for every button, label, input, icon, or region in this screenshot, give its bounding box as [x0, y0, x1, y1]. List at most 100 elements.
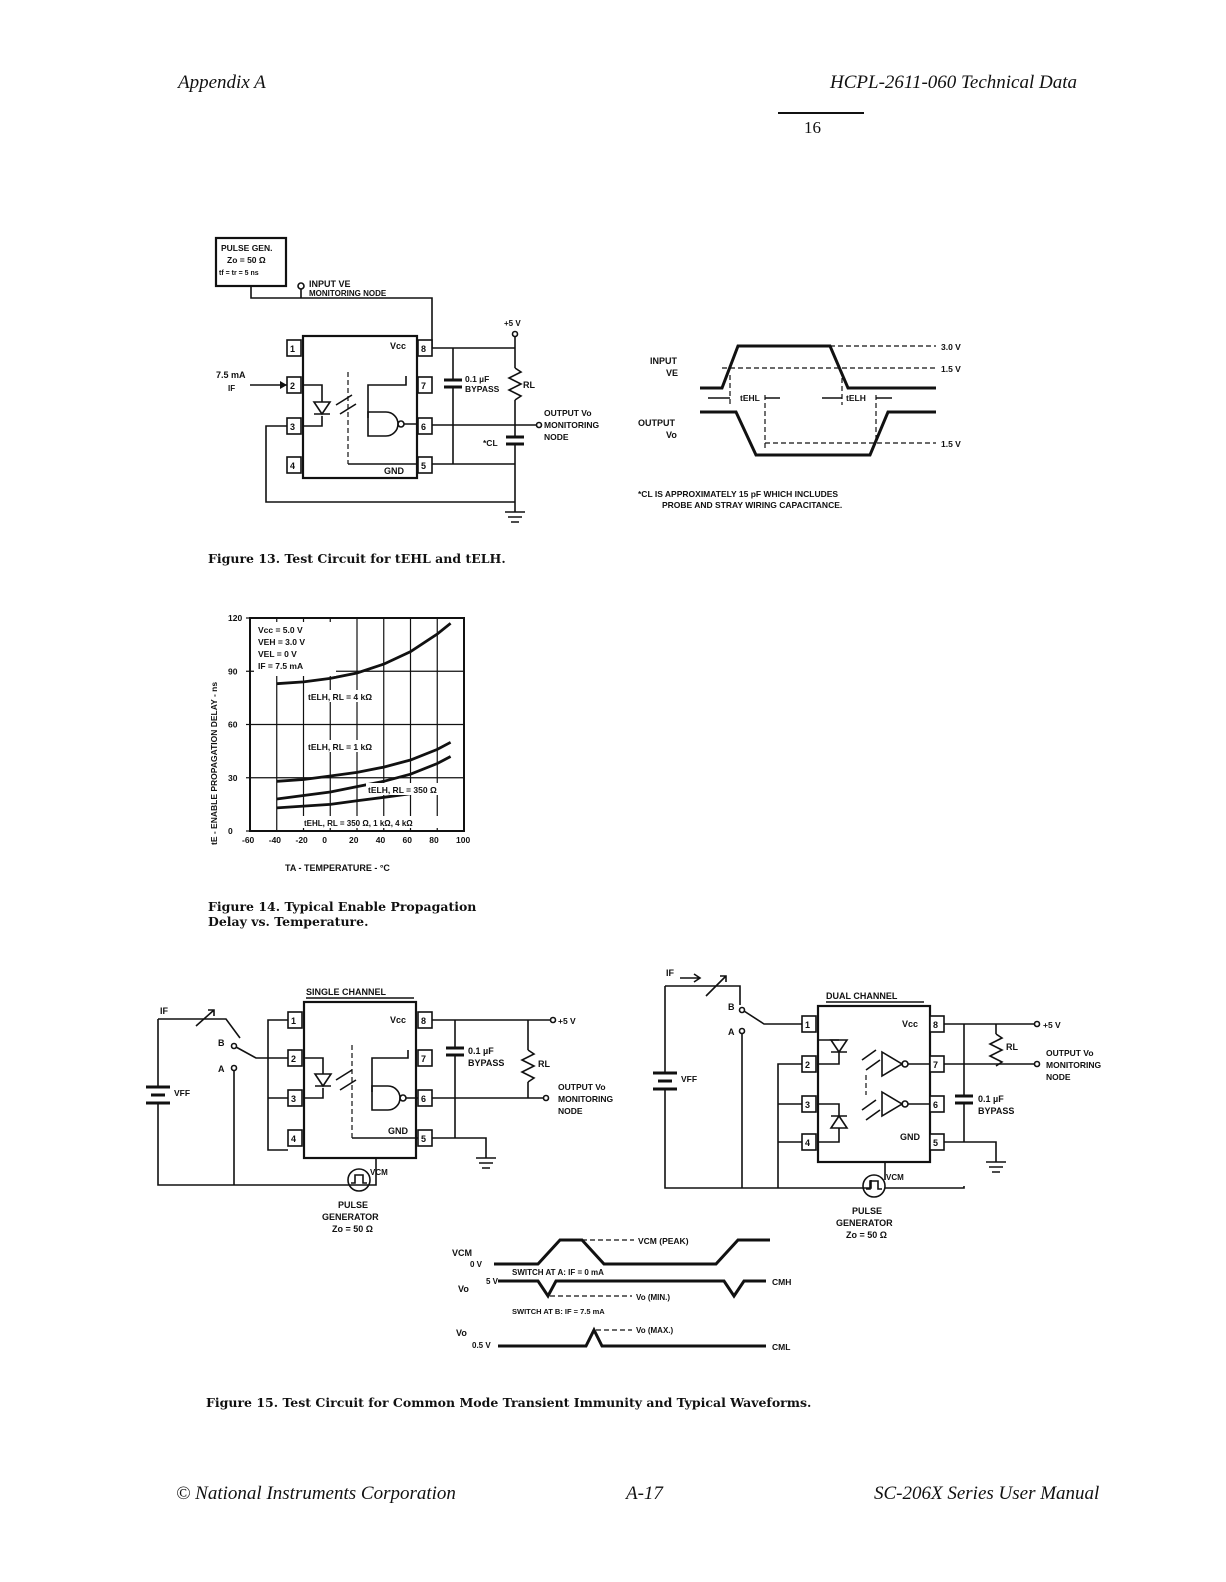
fig14-ytick: 90 [228, 666, 238, 676]
wave-output-vo: Vo [666, 430, 677, 440]
fig15-dual-pg-2: GENERATOR [836, 1218, 893, 1228]
fig14-cond-if: IF = 7.5 mA [258, 661, 303, 671]
fig13-pins-right: 8 7 6 5 [417, 339, 433, 474]
fig14-ytick: 120 [228, 613, 242, 623]
svg-text:7: 7 [933, 1060, 938, 1070]
input-node-sub: MONITORING NODE [309, 289, 387, 298]
svg-text:1: 1 [290, 344, 295, 354]
svg-text:4: 4 [291, 1134, 296, 1144]
fig15-single-rl: RL [538, 1059, 550, 1069]
fig13-cl-label: *CL [483, 438, 498, 448]
svg-text:3: 3 [805, 1100, 810, 1110]
svg-text:6: 6 [421, 422, 426, 432]
svg-text:8: 8 [933, 1020, 938, 1030]
fig15-dual-bypass-val: 0.1 µF [978, 1094, 1004, 1104]
figure-13-caption: Figure 13. Test Circuit for tEHL and tEL… [208, 551, 506, 566]
wave-level-30: 3.0 V [941, 342, 961, 352]
fig15-wave-cml: CML [772, 1342, 790, 1352]
fig13-pins-left: 1 2 3 4 [286, 339, 302, 474]
fig15-dual-bypass-lbl: BYPASS [978, 1106, 1014, 1116]
fig15-single-pulse-icon [347, 1168, 371, 1192]
pulse-gen-rise: tf = tr = 5 ns [219, 270, 259, 277]
fig14-ylabel: tE - ENABLE PROPAGATION DELAY - ns [209, 682, 219, 845]
fig14-xtick: -40 [269, 835, 282, 845]
fig15-dual-pg-3: Zo = 50 Ω [846, 1230, 887, 1240]
figure-15-caption: Figure 15. Test Circuit for Common Mode … [206, 1395, 812, 1410]
fig13-if-label: IF [228, 384, 235, 393]
fig15-dual-vcc: Vcc [902, 1019, 918, 1029]
fig15-wave-vcm-peak: VCM (PEAK) [638, 1236, 689, 1246]
fig14-cond-veh: VEH = 3.0 V [258, 637, 305, 647]
svg-text:3: 3 [291, 1094, 296, 1104]
svg-text:3: 3 [290, 422, 295, 432]
fig15-wave-vo-low-trace [498, 1326, 766, 1348]
footer-page: A-17 [626, 1483, 663, 1504]
svg-text:4: 4 [290, 461, 295, 471]
svg-text:2: 2 [805, 1060, 810, 1070]
fig15-dual-a: A [728, 1027, 735, 1037]
fig15-single-a: A [218, 1064, 225, 1074]
fig14-ytick: 0 [228, 826, 233, 836]
fig15-wave-cmh: CMH [772, 1277, 791, 1287]
wave-output-label: OUTPUT [638, 418, 676, 428]
fig13-vcc-label: Vcc [390, 341, 406, 351]
fig15-dual-supply: +5 V [1043, 1020, 1061, 1030]
svg-text:5: 5 [933, 1138, 938, 1148]
fig15-single-out-3: NODE [558, 1106, 583, 1116]
fig14-xtick: 100 [456, 835, 470, 845]
pulse-gen-label: PULSE GEN. [221, 243, 272, 253]
fig15-wave-vo-min: Vo (MIN.) [636, 1293, 670, 1302]
svg-text:8: 8 [421, 1016, 426, 1026]
figure-14-caption-2: Delay vs. Temperature. [208, 914, 369, 929]
svg-text:1: 1 [291, 1016, 296, 1026]
fig15-dual-b: B [728, 1002, 735, 1012]
fig15-dual-ic [816, 1004, 932, 1164]
figure-14-caption-1: Figure 14. Typical Enable Propagation [208, 899, 477, 914]
pulse-gen-impedance: Zo = 50 Ω [227, 255, 266, 265]
svg-text:2: 2 [291, 1054, 296, 1064]
fig14-ytick: 30 [228, 773, 238, 783]
fig15-wave-vo2: Vo [456, 1328, 467, 1338]
fig14-xtick: 20 [349, 835, 359, 845]
page-number-rule [778, 112, 864, 114]
fig15-dual-vff: VFF [681, 1074, 697, 1084]
fig15-single-if: IF [160, 1006, 169, 1016]
svg-text:5: 5 [421, 461, 426, 471]
fig15-single-b: B [218, 1038, 225, 1048]
fig15-wave-vo1: Vo [458, 1284, 469, 1294]
fig13-supply-label: +5 V [504, 319, 521, 328]
fig15-single-title: SINGLE CHANNEL [306, 987, 387, 997]
fig13-output-node-1: OUTPUT Vo [544, 408, 592, 418]
fig15-dual-gnd: GND [900, 1132, 921, 1142]
fig14-xtick: -60 [242, 835, 255, 845]
fig14-cond-vcc: Vcc = 5.0 V [258, 625, 303, 635]
fig15-single-ic [302, 1000, 418, 1160]
header-doc-title: HCPL-2611-060 Technical Data [830, 72, 1077, 93]
fig13-output-node-2: MONITORING [544, 420, 599, 430]
svg-text:7: 7 [421, 381, 426, 391]
fig13-led-icon [312, 401, 332, 416]
fig15-wave-5v: 5 V [486, 1277, 499, 1286]
wave-input-trace [700, 344, 936, 390]
fig15-single-pg-2: GENERATOR [322, 1212, 379, 1222]
wave-output-trace [700, 410, 936, 457]
svg-text:5: 5 [421, 1134, 426, 1144]
fig14-ytick: 60 [228, 720, 238, 730]
svg-text:1: 1 [805, 1020, 810, 1030]
fig13-rl-resistor [507, 367, 523, 401]
fig15-single-out-2: MONITORING [558, 1094, 613, 1104]
fig15-wave-vo-high-trace [498, 1279, 766, 1299]
fig15-wave-vcm: VCM [452, 1248, 472, 1258]
fig15-dual-vcm: VCM [886, 1173, 904, 1182]
fig13-if-value: 7.5 mA [216, 370, 246, 380]
fig15-single-out-1: OUTPUT Vo [558, 1082, 606, 1092]
page-number: 16 [804, 118, 821, 137]
fig15-single-supply: +5 V [558, 1016, 576, 1026]
wave-input-label: INPUT [650, 356, 678, 366]
fig15-dual-pins: 1 2 3 4 8 7 6 5 [801, 1015, 945, 1151]
svg-text:2: 2 [290, 381, 295, 391]
fig15-wave-vcm-trace [494, 1238, 770, 1266]
